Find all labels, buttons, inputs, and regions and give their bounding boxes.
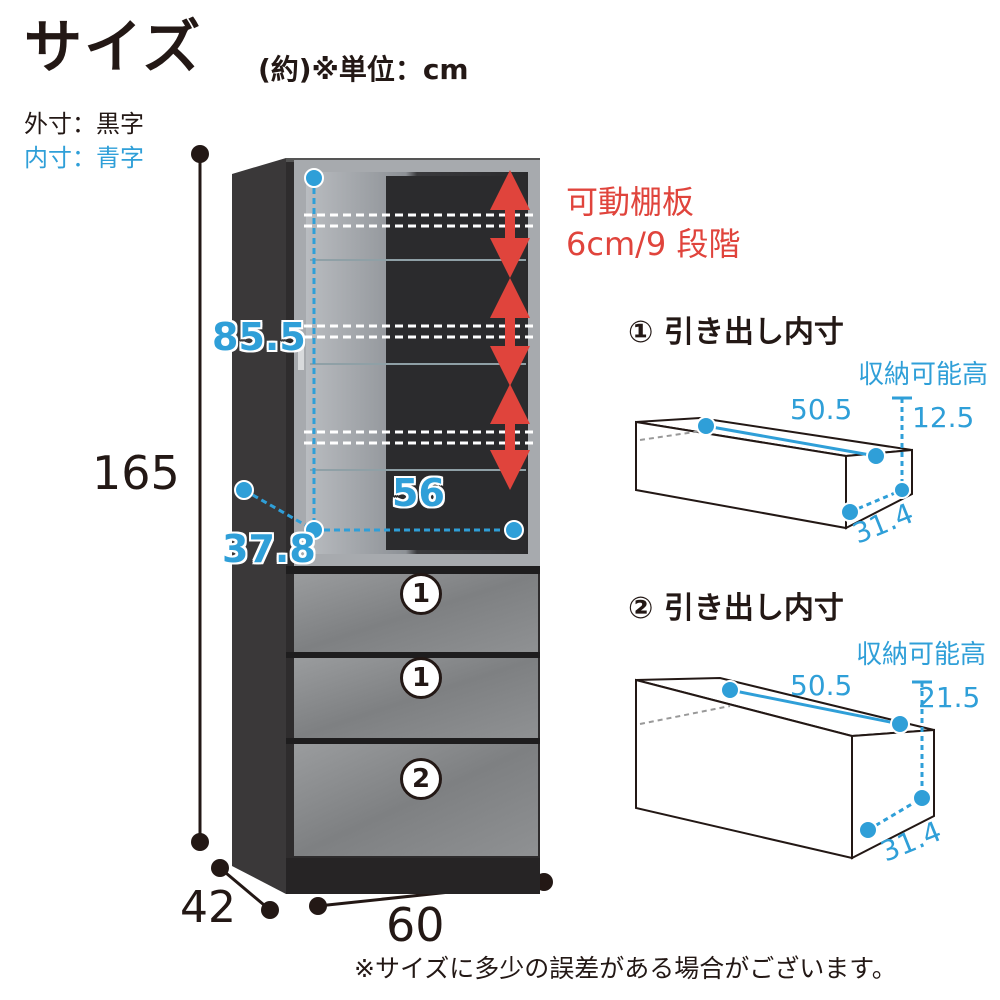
inner-depth-end-dot bbox=[234, 480, 254, 500]
shelf-label: 可動棚板 bbox=[566, 183, 695, 221]
legend-outer-dimensions: 外寸：黒字 bbox=[24, 110, 144, 138]
drawer2-depth-dot bbox=[858, 820, 878, 840]
outer-width-dot-a bbox=[309, 897, 327, 915]
shelf-steps-label: 6cm/9 段階 bbox=[566, 225, 741, 263]
outer-depth-line bbox=[219, 866, 271, 912]
inner-height-value: 85.5 bbox=[212, 315, 306, 359]
drawer2-title: ② 引き出し内寸 bbox=[628, 591, 844, 626]
drawer2-width-dot-b bbox=[890, 714, 910, 734]
outer-depth-value: 42 bbox=[180, 882, 236, 933]
inner-corner-dot bbox=[304, 520, 324, 540]
page-title: サイズ bbox=[24, 13, 203, 81]
drawer1-title: ① 引き出し内寸 bbox=[628, 315, 844, 350]
outer-width-value: 60 bbox=[386, 898, 445, 952]
inner-width-value: 56 bbox=[392, 471, 445, 515]
inner-dimension-lines bbox=[243, 178, 514, 532]
drawer1-width-dot-a bbox=[696, 416, 716, 436]
drawer2-width-value: 50.5 bbox=[790, 669, 853, 702]
drawer1-depth-dot bbox=[840, 502, 860, 522]
drawer2-illustration bbox=[635, 676, 935, 860]
inner-width-end-dot bbox=[504, 520, 524, 540]
outer-height-top-dot bbox=[191, 145, 209, 163]
drawer1-height-dot bbox=[893, 481, 911, 499]
legend-inner-dimensions: 内寸：青字 bbox=[24, 144, 144, 172]
inner-height-top-dot bbox=[304, 168, 324, 188]
drawer2-width-dot-a bbox=[720, 680, 740, 700]
drawer2-height-dot bbox=[912, 788, 932, 808]
inner-depth-value: 37.8 bbox=[222, 527, 316, 571]
drawer1-capacity-value: 12.5 bbox=[912, 401, 975, 434]
size-tolerance-note: ※サイズに多少の誤差がある場合がございます。 bbox=[354, 954, 897, 983]
drawer-badge-2: 1 bbox=[400, 657, 442, 699]
drawer1-capacity-label: 収納可能高 bbox=[858, 360, 989, 390]
drawer-badge-3: 2 bbox=[400, 758, 442, 800]
drawer2-capacity-value: 21.5 bbox=[918, 681, 981, 714]
outer-height-bottom-dot bbox=[191, 833, 209, 851]
drawer1-width-value: 50.5 bbox=[790, 393, 853, 426]
drawer2-dimension-lines bbox=[729, 680, 932, 832]
outer-depth-dot-a bbox=[211, 859, 229, 877]
unit-note: (約)※単位：cm bbox=[258, 53, 469, 86]
drawer-badge-1: 1 bbox=[400, 573, 442, 615]
outer-height-value: 165 bbox=[92, 446, 180, 500]
drawer1-width-dot-b bbox=[866, 446, 886, 466]
drawer2-capacity-label: 収納可能高 bbox=[856, 640, 987, 670]
cabinet-drawers bbox=[286, 566, 540, 856]
outer-depth-dot-b bbox=[261, 901, 279, 919]
